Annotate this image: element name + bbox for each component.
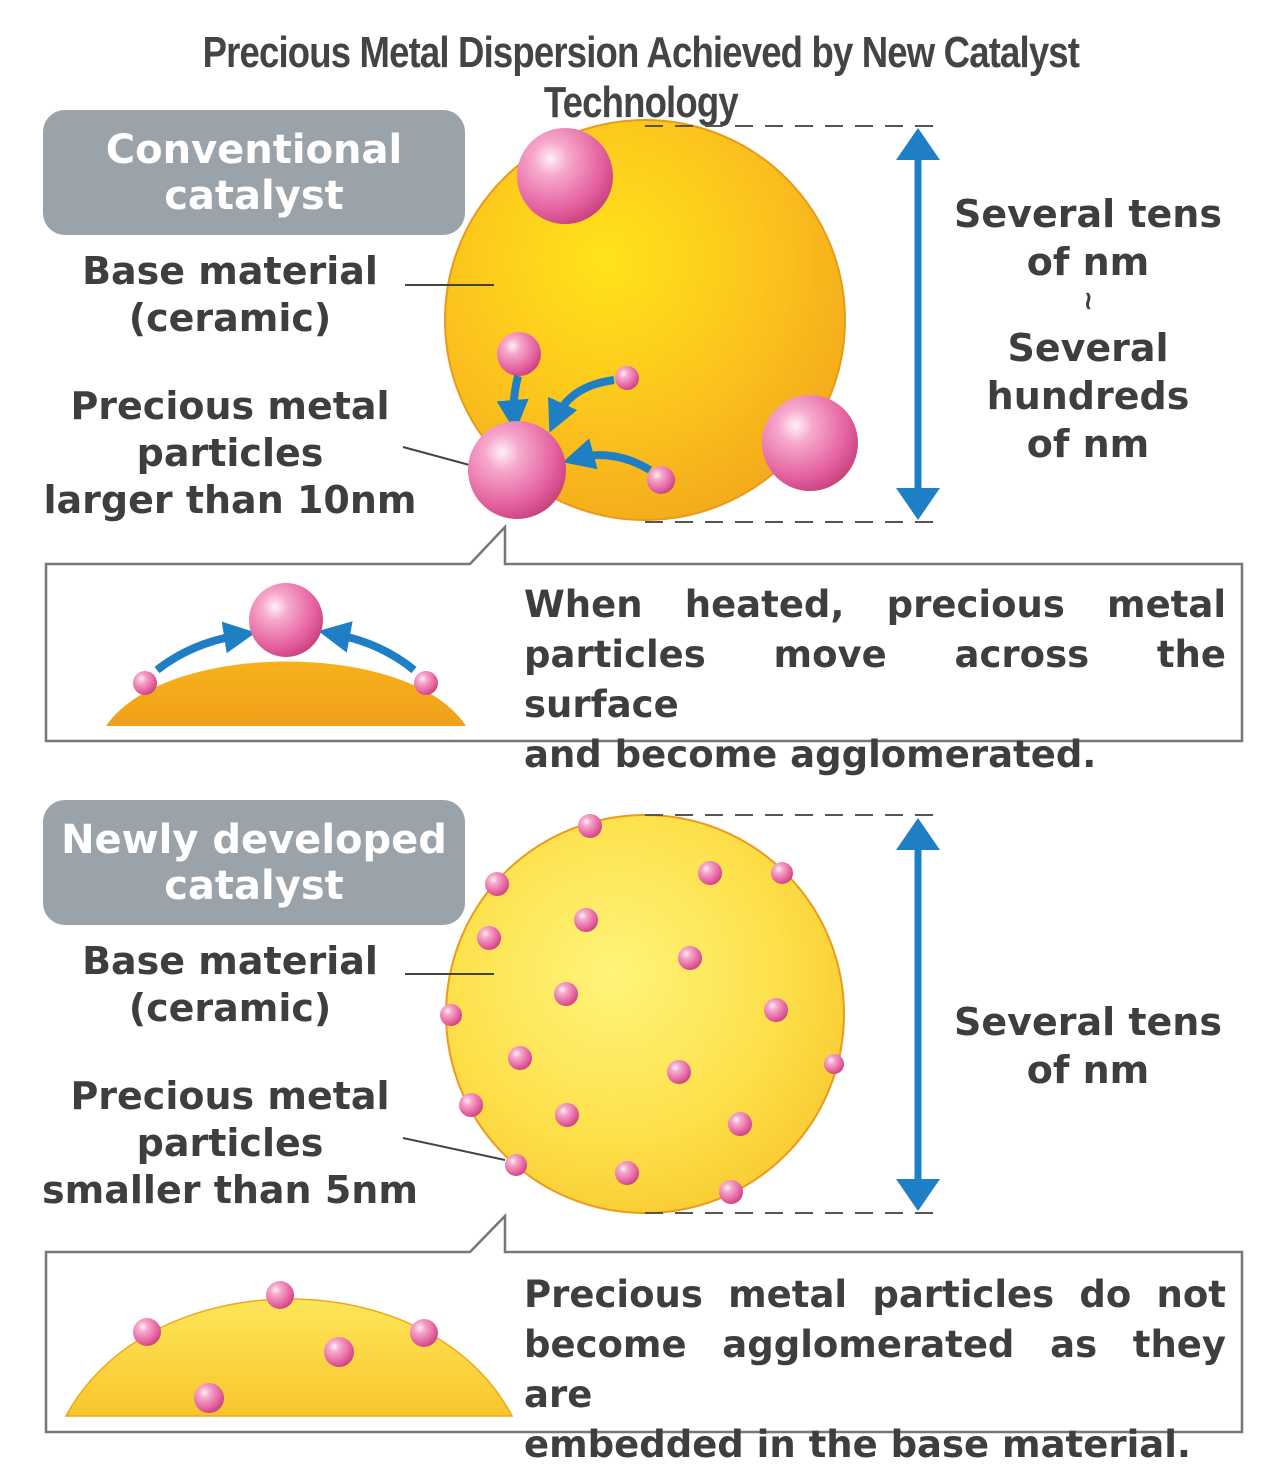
cap-small-particle-right xyxy=(414,671,438,695)
size-line-1: Several tens xyxy=(954,192,1222,236)
size-arrow-head-up-new xyxy=(896,818,940,850)
size-line-4: hundreds xyxy=(986,374,1190,418)
size-label-conventional: Several tens of nm ~ Several hundreds of… xyxy=(948,190,1228,468)
note-line-1: Precious metal particles do not xyxy=(524,1273,1226,1316)
badge-line-2: catalyst xyxy=(164,172,344,219)
size-label-new: Several tens of nm xyxy=(948,998,1228,1094)
page-title: Precious Metal Dispersion Achieved by Ne… xyxy=(202,28,1080,127)
note-line-2: become agglomerated as they are xyxy=(524,1323,1226,1416)
cap-small-particle-left xyxy=(133,671,157,695)
cap-large-particle xyxy=(249,583,323,657)
move-arrow-1 xyxy=(496,375,529,432)
note-conventional: When heated, precious metal particles mo… xyxy=(524,580,1226,780)
base-material-label: Base material (ceramic) xyxy=(60,248,400,342)
badge-line-2: catalyst xyxy=(164,862,344,909)
size-line-2: of nm xyxy=(1026,240,1150,284)
size-line-2: of nm xyxy=(1026,1048,1150,1092)
large-particle-right xyxy=(762,395,858,491)
move-arrow-2 xyxy=(548,376,615,433)
base-material-label-line-1: Base material xyxy=(82,249,378,293)
particle-label-line-2: particles xyxy=(136,431,324,475)
surface-cap-conventional xyxy=(106,661,466,726)
size-arrow-head-up xyxy=(896,128,940,160)
particle-leader-new xyxy=(402,1137,506,1161)
size-line-1: Several tens xyxy=(954,1000,1222,1044)
size-arrow-head-down xyxy=(896,488,940,520)
note-line-3: embedded in the base material. xyxy=(524,1423,1191,1466)
note-line-3: and become agglomerated. xyxy=(524,733,1097,776)
small-particle-1 xyxy=(497,332,541,376)
particle-label-new: Precious metal particles smaller than 5n… xyxy=(20,1073,440,1214)
badge-newly-developed-catalyst: Newly developed catalyst xyxy=(43,800,465,925)
particle-label-line-2: particles xyxy=(136,1121,324,1165)
particle-label-line-1: Precious metal xyxy=(70,384,390,428)
small-particle-3 xyxy=(647,466,675,494)
size-tilde: ~ xyxy=(1073,290,1103,312)
large-particle-top xyxy=(517,128,613,224)
base-material-label-line-2: (ceramic) xyxy=(128,296,332,340)
base-material-label-line-1: Base material xyxy=(82,939,378,983)
note-line-1: When heated, precious metal xyxy=(524,583,1226,626)
particle-label-line-3: smaller than 5nm xyxy=(42,1168,418,1212)
base-material-label-line-2: (ceramic) xyxy=(128,986,332,1030)
small-particle-2 xyxy=(615,366,639,390)
surface-cap-new xyxy=(64,1298,514,1417)
cap-arrow-right xyxy=(318,621,417,674)
badge-line-1: Conventional xyxy=(105,126,403,173)
embedded-particles xyxy=(133,1281,438,1413)
base-material-sphere-conventional xyxy=(444,119,846,521)
move-arrow-3 xyxy=(562,438,653,474)
particle-label-conventional: Precious metal particles larger than 10n… xyxy=(30,383,430,524)
badge-line-1: Newly developed xyxy=(61,816,447,863)
size-line-5: of nm xyxy=(1026,422,1150,466)
particle-label-line-3: larger than 10nm xyxy=(43,478,417,522)
size-arrow-head-down-new xyxy=(896,1179,940,1211)
base-material-label-new: Base material (ceramic) xyxy=(60,938,400,1032)
note-line-2: particles move across the surface xyxy=(524,633,1226,726)
note-new: Precious metal particles do not become a… xyxy=(524,1270,1226,1470)
cap-arrow-left xyxy=(154,621,256,674)
badge-conventional-catalyst: Conventional catalyst xyxy=(43,110,465,235)
dispersed-particles xyxy=(440,814,844,1204)
agglomerated-particle xyxy=(468,421,566,519)
particle-label-line-1: Precious metal xyxy=(70,1074,390,1118)
size-line-3: Several xyxy=(1007,326,1169,370)
